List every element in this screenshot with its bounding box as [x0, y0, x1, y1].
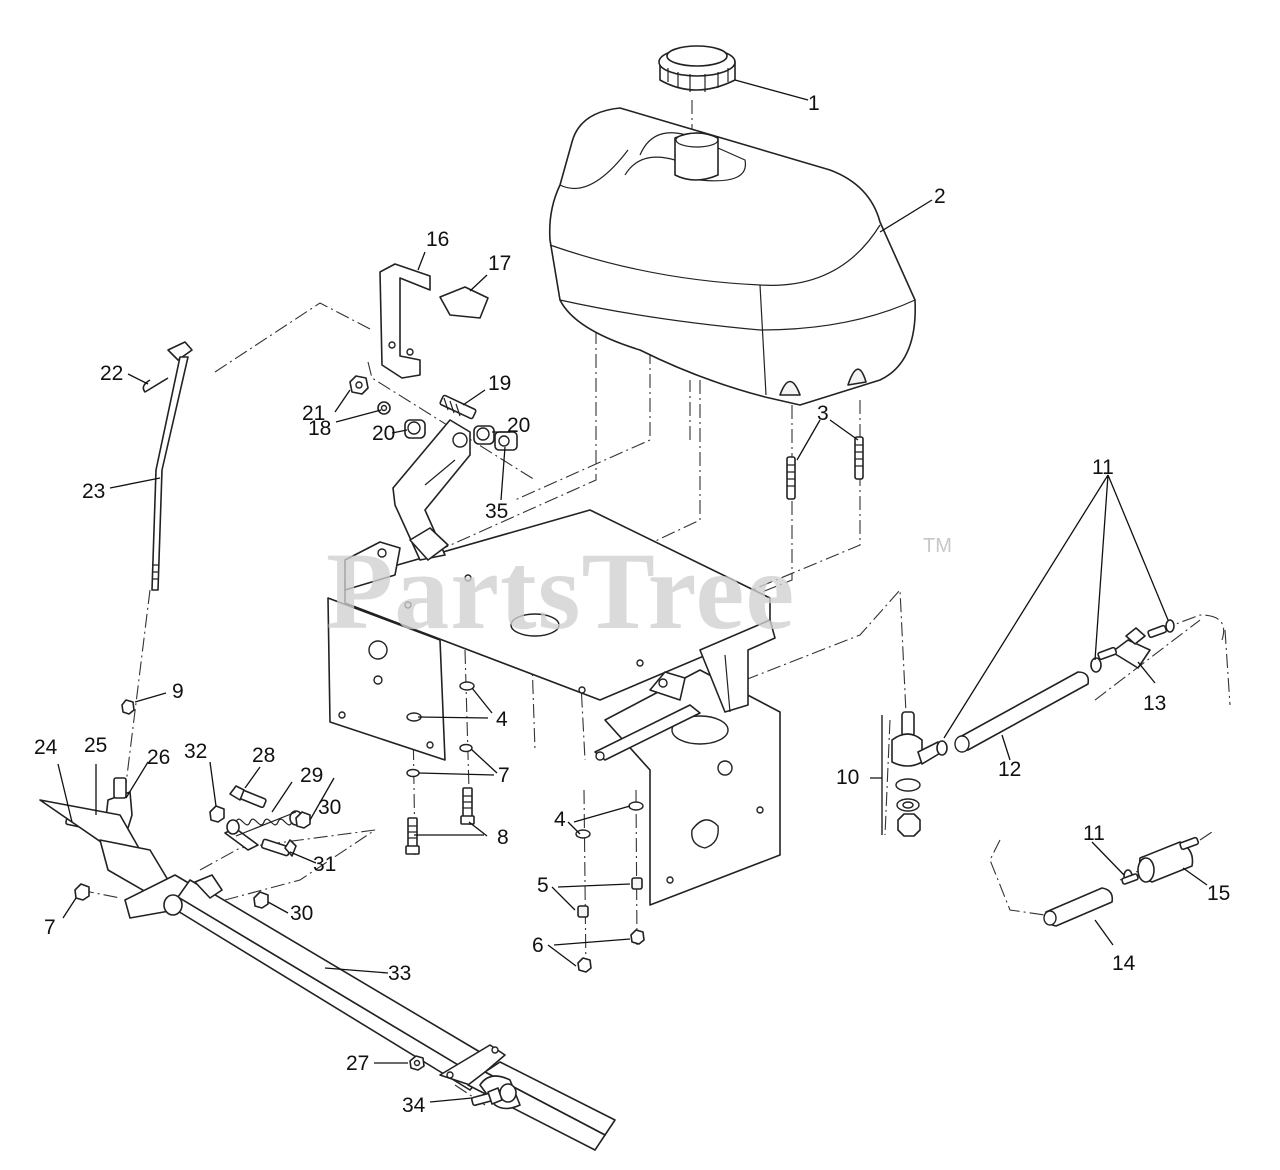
callout-16: 16: [426, 228, 449, 251]
callout-19: 19: [488, 372, 511, 395]
hardware-upper: [349, 375, 518, 451]
callout-26: 26: [147, 746, 170, 769]
fuel-filter: [1121, 836, 1200, 885]
watermark-text: PartsTree: [326, 530, 795, 652]
callout-32: 32: [184, 740, 207, 763]
callout-20-b: 20: [372, 422, 395, 445]
callout-3: 3: [817, 402, 829, 425]
callout-10: 10: [836, 766, 859, 789]
callout-4-a: 4: [496, 708, 508, 731]
callout-25: 25: [84, 734, 107, 757]
callout-14: 14: [1112, 952, 1136, 975]
callout-21: 21: [302, 402, 325, 425]
callout-labels: 1 2 3 4 4 5 6 7 7 8 9 10 11 11 12 13 14 …: [34, 92, 1230, 1117]
callout-6: 6: [532, 934, 544, 957]
callout-7-a: 7: [498, 764, 510, 787]
callout-4-b: 4: [554, 808, 566, 831]
callout-12: 12: [998, 758, 1021, 781]
tank-studs: [786, 436, 864, 500]
callout-29: 29: [300, 764, 323, 787]
callout-11-b: 11: [1083, 822, 1105, 845]
fuel-hose-upper: [936, 657, 1102, 756]
callout-31: 31: [313, 853, 336, 876]
callout-11-a: 11: [1092, 456, 1114, 479]
callout-27: 27: [346, 1052, 369, 1075]
callout-1: 1: [808, 92, 820, 115]
callout-30-b: 30: [290, 902, 313, 925]
callout-13: 13: [1143, 692, 1166, 715]
callout-24: 24: [34, 736, 58, 759]
frame-assembly: [327, 509, 781, 906]
callout-17: 17: [488, 252, 511, 275]
fuel-hose-lower: [1043, 869, 1133, 927]
callout-9: 9: [172, 680, 184, 703]
callout-18: 18: [308, 417, 331, 440]
callout-5: 5: [537, 874, 549, 897]
callout-22: 22: [100, 362, 123, 385]
callout-leaders: [57, 79, 1208, 1103]
callout-20-a: 20: [507, 414, 530, 437]
callout-35: 35: [485, 500, 508, 523]
callout-28: 28: [252, 744, 275, 767]
fuel-tee-fitting: [1097, 619, 1175, 669]
pedal-bracket: [379, 263, 489, 379]
pivot-bracket: [392, 419, 471, 561]
callout-23: 23: [82, 480, 105, 503]
linkage-rod: [121, 341, 193, 715]
callout-34: 34: [402, 1094, 426, 1117]
fuel-cap: [658, 45, 736, 92]
callout-7-b: 7: [44, 916, 56, 939]
hardware-lower: [405, 681, 645, 973]
callout-30-a: 30: [318, 796, 341, 819]
callout-33: 33: [388, 962, 411, 985]
callout-2: 2: [934, 185, 946, 208]
spring-assembly: [209, 785, 311, 909]
callout-15: 15: [1207, 882, 1230, 905]
cross-shaft: [39, 799, 616, 1151]
callout-8: 8: [497, 826, 509, 849]
watermark-trademark: TM: [923, 535, 952, 557]
fuel-tank: [548, 107, 916, 406]
fuel-shutoff-valve: [891, 711, 943, 837]
